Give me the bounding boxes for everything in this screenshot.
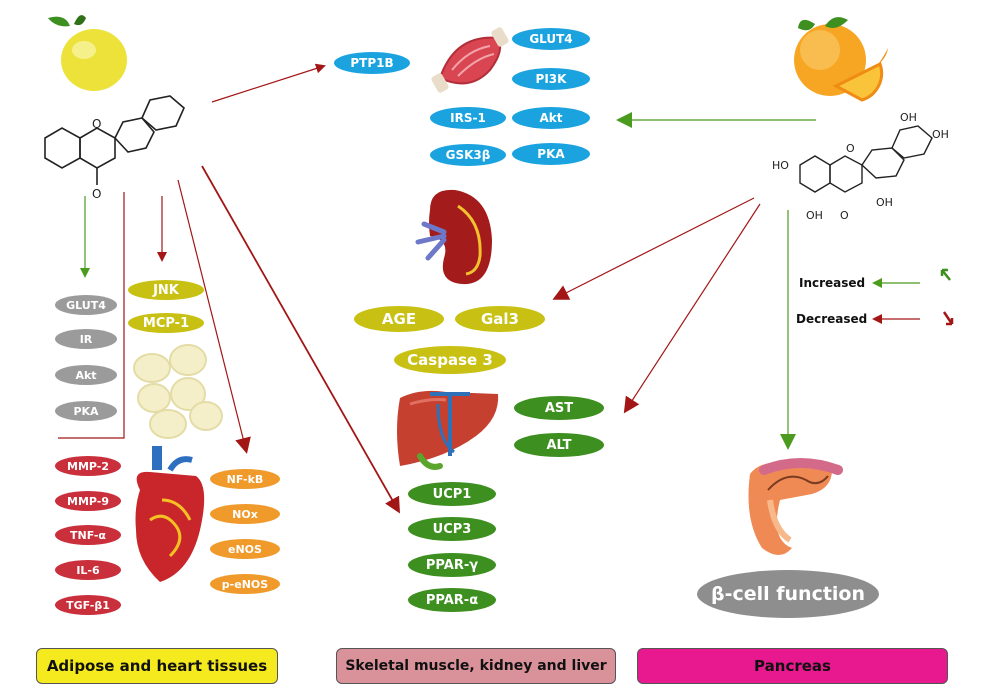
legend-increased-symbol — [940, 268, 951, 281]
heart-icon — [135, 446, 205, 582]
marker-enos: eNOS — [210, 539, 280, 559]
marker-ucp1: UCP1 — [408, 482, 496, 506]
svg-text:OH: OH — [932, 128, 949, 141]
marker-glut4-adipose: GLUT4 — [55, 295, 117, 315]
arrow-quercetin-to-liver — [623, 203, 761, 414]
adipocytes-icon — [133, 344, 223, 439]
marker-alt: ALT — [514, 433, 604, 457]
section-pancreas: Pancreas — [637, 648, 948, 684]
kidney-icon — [415, 189, 492, 285]
marker-mmp-2: MMP-2 — [55, 456, 121, 476]
legend-decreased-label: Decreased — [796, 312, 868, 326]
marker-age: AGE — [354, 306, 444, 332]
section-muscle-kidney-liver: Skeletal muscle, kidney and liver — [336, 648, 616, 684]
marker-tnf-a: TNF-α — [55, 525, 121, 545]
orange-icon — [794, 17, 888, 102]
marker-ast: AST — [514, 396, 604, 420]
arrow-flavone-to-vascular — [177, 179, 251, 454]
svg-text:OH: OH — [876, 196, 893, 209]
svg-text:OH: OH — [806, 209, 823, 222]
marker-il-6: IL-6 — [55, 560, 121, 580]
svg-text:O: O — [846, 142, 855, 155]
pancreas-icon — [748, 458, 843, 555]
marker-pka-adipose: PKA — [55, 401, 117, 421]
arrow-flavone-to-ptp1b — [211, 63, 326, 103]
marker-ir: IR — [55, 329, 117, 349]
lemon-icon — [48, 15, 127, 91]
marker-tgf-b1: TGF-β1 — [55, 595, 121, 615]
marker-irs-1: IRS-1 — [430, 107, 506, 129]
marker-nox: NOx — [210, 504, 280, 524]
arrow-flavone-to-heart — [58, 192, 125, 439]
quercetin-structure: HO OH O OH OH OH O — [772, 111, 949, 222]
marker-glut4-muscle: GLUT4 — [512, 28, 590, 50]
marker-caspase3: Caspase 3 — [394, 346, 506, 374]
svg-text:HO: HO — [772, 159, 789, 172]
marker-pka-muscle: PKA — [512, 143, 590, 165]
marker-p-enos: p-eNOS — [210, 574, 280, 594]
arrows — [58, 63, 954, 514]
muscle-icon — [431, 27, 509, 93]
marker-gsk3b: GSK3β — [430, 144, 506, 166]
marker-nf-kb: NF-kB — [210, 469, 280, 489]
marker-ppar-g: PPAR-γ — [408, 553, 496, 577]
svg-text:O: O — [92, 117, 101, 131]
marker-akt-muscle: Akt — [512, 107, 590, 129]
liver-icon — [397, 390, 499, 470]
svg-text:OH: OH — [900, 111, 917, 124]
section-adipose-heart: Adipose and heart tissues — [36, 648, 278, 684]
marker-mmp-9: MMP-9 — [55, 491, 121, 511]
marker-jnk: JNK — [128, 280, 204, 300]
marker-pi3k: PI3K — [512, 68, 590, 90]
marker-ucp3: UCP3 — [408, 517, 496, 541]
marker-akt-adipose: Akt — [55, 365, 117, 385]
marker-ptp1b: PTP1B — [334, 52, 410, 74]
marker-gal3: Gal3 — [455, 306, 545, 332]
marker-mcp-1: MCP-1 — [128, 313, 204, 333]
svg-text:O: O — [840, 209, 849, 222]
svg-text:O: O — [92, 187, 101, 201]
arrow-quercetin-to-kidney — [552, 197, 755, 300]
marker-ppar-a: PPAR-α — [408, 588, 496, 612]
flavone-structure: O O — [44, 95, 185, 201]
arrow-flavone-to-ucp — [201, 165, 400, 514]
beta-cell-function-label: β-cell function — [697, 570, 879, 618]
legend-decreased-symbol — [942, 311, 954, 326]
legend-increased-label: Increased — [799, 276, 866, 290]
